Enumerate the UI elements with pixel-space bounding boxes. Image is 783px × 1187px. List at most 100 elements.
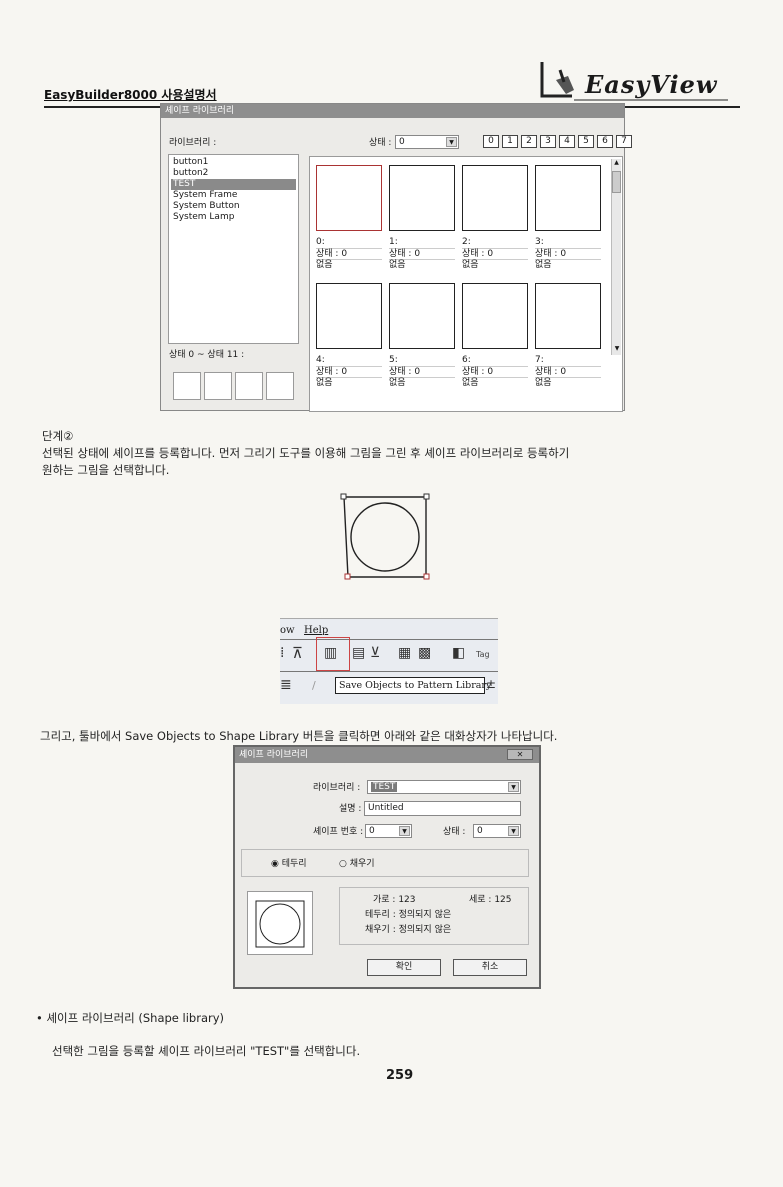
radio-fill[interactable]: ○ 채우기 (339, 859, 375, 869)
menu-help[interactable]: Help (304, 625, 329, 636)
shape-no-label: 셰이프 번호 : (313, 827, 364, 837)
group-icon[interactable]: ▦ (398, 645, 412, 661)
state-number-button[interactable]: 7 (616, 135, 632, 148)
distribute-icon[interactable]: ± (486, 677, 497, 691)
logo-text: EasyView (585, 70, 718, 99)
shape-cell-desc: 없음 (316, 259, 382, 271)
align-icon[interactable]: ⊼ (292, 644, 303, 662)
fill-info: 채우기 : 정의되지 않은 (365, 925, 452, 935)
ungroup-icon[interactable]: ▩ (418, 645, 432, 661)
menu-view[interactable]: ow (280, 625, 295, 636)
state-number-button[interactable]: 4 (559, 135, 575, 148)
state-select[interactable]: 0▼ (473, 824, 521, 838)
shape-cell-desc: 없음 (389, 377, 455, 389)
section-desc: 선택한 그림을 등록할 셰이프 라이브러리 "TEST"를 선택합니다. (52, 1044, 361, 1058)
state-number-button[interactable]: 3 (540, 135, 556, 148)
shape-cell[interactable] (389, 283, 455, 349)
cancel-button[interactable]: 취소 (453, 959, 527, 976)
library-list-item[interactable]: button1 (173, 157, 209, 167)
width-text: 가로 : 123 (373, 895, 416, 905)
state-label: 상태 : (369, 138, 392, 148)
state-preview-cell[interactable] (173, 372, 201, 400)
section-title: • 셰이프 라이브러리 (Shape library) (36, 1011, 225, 1025)
shape-cell-num: 5: (389, 355, 398, 365)
state-select[interactable]: 0▼ (395, 135, 459, 149)
scroll-up-icon[interactable]: ▲ (614, 159, 619, 166)
shape-cell-desc: 없음 (535, 259, 601, 271)
border-info: 테두리 : 정의되지 않은 (365, 910, 452, 920)
shape-cell-desc: 없음 (389, 259, 455, 271)
shape-cell[interactable] (389, 165, 455, 231)
state-preview-cell[interactable] (235, 372, 263, 400)
shape-no-select[interactable]: 0▼ (365, 824, 412, 838)
scrollbar[interactable]: ▲ ▼ (611, 159, 621, 355)
toolbar-instruction: 그리고, 툴바에서 Save Objects to Shape Library … (40, 729, 558, 743)
library-label: 라이브러리 : (313, 783, 361, 793)
state-preview-cell[interactable] (266, 372, 294, 400)
save-to-shape-library-icon[interactable]: ▥ (324, 645, 338, 661)
state-number-button[interactable]: 1 (502, 135, 518, 148)
radio-fill-label: 채우기 (349, 859, 375, 869)
tag-label: Tag (476, 650, 490, 659)
scroll-thumb[interactable] (612, 171, 621, 193)
shape-cell[interactable] (462, 165, 528, 231)
shape-cell-state: 상태 : 0 (316, 248, 382, 260)
height-text: 세로 : 125 (469, 895, 512, 905)
state-preview-cell[interactable] (204, 372, 232, 400)
library-list-item[interactable]: System Frame (173, 190, 238, 200)
library-list-item[interactable]: TEST (171, 179, 296, 190)
window-title: 셰이프 라이브러리 (161, 104, 624, 118)
desc-input[interactable]: Untitled (364, 801, 521, 816)
shape-cell-state: 상태 : 0 (389, 366, 455, 378)
manual-title: EasyBuilder8000 사용설명서 (44, 88, 217, 102)
state-value: 0 (477, 826, 483, 836)
library-select[interactable]: TEST ▼ (367, 780, 521, 794)
radio-border[interactable]: ◉ 테두리 (271, 859, 307, 869)
state-value: 0 (399, 137, 405, 147)
shape-cell-state: 상태 : 0 (462, 248, 528, 260)
align-left-icon[interactable]: ≣ (280, 677, 292, 693)
library-list-item[interactable]: System Lamp (173, 212, 235, 222)
save-to-pattern-library-icon[interactable]: ▤ (352, 645, 366, 661)
state-number-button[interactable]: 0 (483, 135, 499, 148)
shape-cell[interactable] (462, 283, 528, 349)
shape-cell-num: 0: (316, 237, 325, 247)
scroll-down-icon[interactable]: ▼ (614, 345, 620, 352)
pen-icon: / (312, 679, 316, 692)
step-line-1: 선택된 상태에 셰이프를 등록합니다. 먼저 그리기 도구를 이용해 그림을 그… (42, 446, 570, 460)
dialog-titlebar: 셰이프 라이브러리 ✕ (235, 747, 539, 763)
ok-button[interactable]: 확인 (367, 959, 441, 976)
state-number-button[interactable]: 2 (521, 135, 537, 148)
chevron-down-icon: ▼ (508, 782, 519, 792)
shape-cell[interactable] (316, 283, 382, 349)
chevron-down-icon: ▼ (399, 826, 410, 836)
shape-cell-state: 상태 : 0 (389, 248, 455, 260)
state-number-button[interactable]: 5 (578, 135, 594, 148)
dialog-title: 셰이프 라이브러리 (239, 750, 309, 760)
close-icon[interactable]: ✕ (507, 749, 533, 760)
tag-icon[interactable]: ◧ (452, 645, 466, 661)
desc-label: 설명 : (339, 804, 362, 814)
shape-cell[interactable] (316, 165, 382, 231)
tooltip: Save Objects to Pattern Library (335, 677, 491, 694)
library-list-item[interactable]: button2 (173, 168, 209, 178)
shape-cell[interactable] (535, 283, 601, 349)
step-line-2: 원하는 그림을 선택합니다. (42, 463, 170, 477)
page-number: 259 (386, 1068, 414, 1083)
shape-cell-desc: 없음 (462, 377, 528, 389)
grip-icon: ⁞ (280, 645, 285, 661)
radio-group (241, 849, 529, 877)
state-range-label: 상태 0 ~ 상태 11 : (169, 350, 245, 360)
shape-cell-desc: 없음 (535, 377, 601, 389)
selected-circle-shape[interactable] (338, 491, 434, 583)
library-list-item[interactable]: System Button (173, 201, 240, 211)
desc-value: Untitled (368, 803, 404, 813)
state-number-button[interactable]: 6 (597, 135, 613, 148)
library-icon[interactable]: ⊻ (370, 645, 381, 661)
shape-cell[interactable] (535, 165, 601, 231)
library-value: TEST (371, 782, 398, 792)
library-label: 라이브러리 : (169, 138, 217, 148)
